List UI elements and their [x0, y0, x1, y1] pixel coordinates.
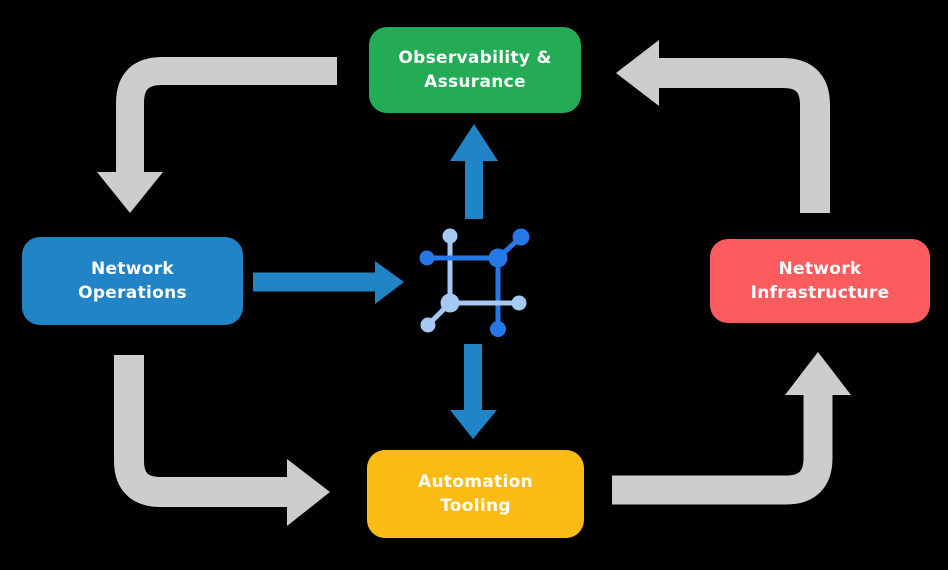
arrow-hub-to-observability [450, 124, 498, 219]
node-observability-assurance-label: Observability & Assurance [398, 47, 552, 92]
node-network-operations: Network Operations [22, 237, 243, 325]
node-observability-assurance: Observability & Assurance [369, 27, 581, 113]
arrow-hub-to-automation [450, 344, 497, 439]
network-mesh-icon-dark [419, 228, 530, 337]
arrow-automation-to-infrastructure [612, 352, 851, 505]
arrow-operations-to-hub [253, 261, 404, 304]
arrow-operations-to-automation [114, 355, 330, 526]
node-network-infrastructure-label: Network Infrastructure [750, 258, 890, 303]
arrow-infrastructure-to-observability [616, 40, 830, 213]
network-mesh-icon [419, 228, 530, 337]
node-network-infrastructure: Network Infrastructure [710, 239, 930, 323]
node-network-operations-label: Network Operations [78, 258, 187, 303]
network-mesh-icon-light-front [450, 295, 527, 311]
node-automation-tooling: Automation Tooling [367, 450, 584, 538]
network-mesh-icon-light-back [420, 228, 460, 333]
node-automation-tooling-label: Automation Tooling [418, 471, 533, 516]
arrow-observability-to-operations [97, 57, 337, 213]
